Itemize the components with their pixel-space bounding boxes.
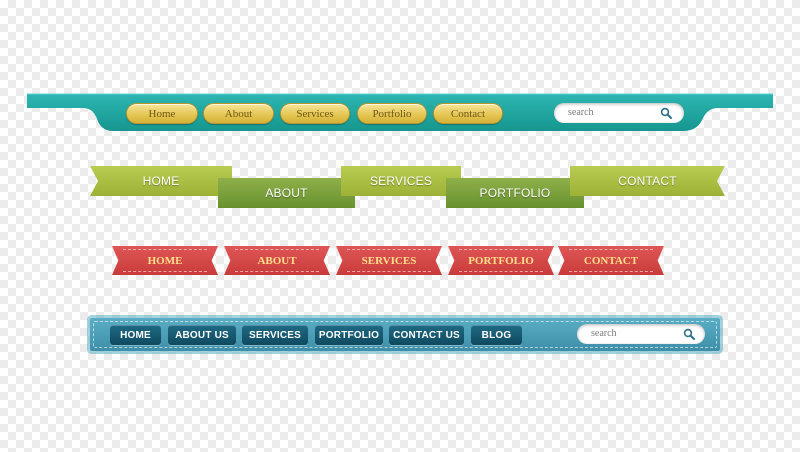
nav4-item-about-us[interactable]: ABOUT US	[168, 325, 236, 345]
nav-bar-teal: Home About Services Portfolio Contact se…	[0, 0, 800, 140]
nav3-item-contact-label: CONTACT	[583, 254, 639, 267]
nav3-item-services[interactable]: SERVICES	[336, 246, 442, 275]
nav2-item-about[interactable]: ABOUT	[218, 178, 355, 208]
nav3-item-portfolio-label: PORTFOLIO	[468, 254, 534, 267]
search-icon[interactable]	[660, 107, 672, 119]
nav1-item-portfolio[interactable]: Portfolio	[357, 103, 427, 124]
nav2-item-contact[interactable]: CONTACT	[570, 166, 725, 196]
nav2-item-services[interactable]: SERVICES	[341, 166, 461, 196]
nav4-item-services[interactable]: SERVICES	[242, 325, 308, 345]
nav3-item-about[interactable]: ABOUT	[224, 246, 330, 275]
nav2-item-portfolio[interactable]: PORTFOLIO	[446, 178, 584, 208]
nav3-item-home[interactable]: HOME	[112, 246, 218, 275]
nav1-search-placeholder: search	[568, 107, 594, 118]
nav3-item-services-label: SERVICES	[361, 254, 417, 267]
nav1-item-home[interactable]: Home	[126, 103, 198, 124]
nav1-item-services[interactable]: Services	[280, 103, 350, 124]
nav1-item-about[interactable]: About	[203, 103, 274, 124]
nav4-item-blog[interactable]: BLOG	[471, 325, 522, 345]
nav2-item-home[interactable]: HOME	[90, 166, 232, 196]
nav3-item-home-label: HOME	[147, 254, 183, 267]
nav3-item-contact[interactable]: CONTACT	[558, 246, 664, 275]
nav3-item-about-label: ABOUT	[257, 254, 297, 267]
nav4-item-portfolio[interactable]: PORTFOLIO	[315, 325, 383, 345]
nav4-search-input[interactable]: search	[577, 324, 705, 344]
nav1-item-contact[interactable]: Contact	[433, 103, 503, 124]
search-icon[interactable]	[683, 328, 695, 340]
nav3-item-portfolio[interactable]: PORTFOLIO	[448, 246, 554, 275]
nav1-search-input[interactable]: search	[554, 103, 684, 123]
nav4-search-placeholder: search	[591, 328, 617, 339]
nav4-item-contact-us[interactable]: CONTACT US	[389, 325, 464, 345]
nav4-item-home[interactable]: HOME	[110, 325, 161, 345]
